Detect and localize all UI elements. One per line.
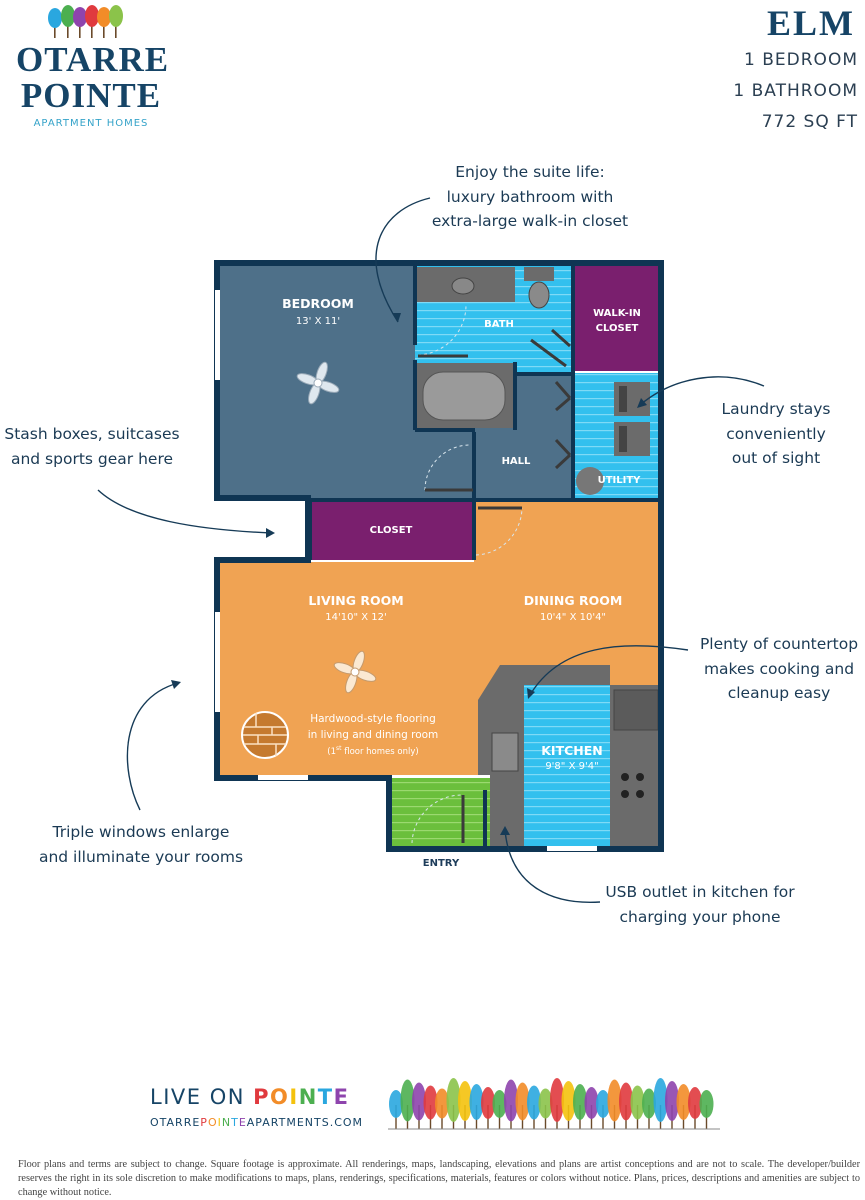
url-letter: P — [200, 1116, 208, 1129]
logo-line-1: OTARRE — [16, 40, 170, 79]
callout-stash: Stash boxes, suitcases and sports gear h… — [0, 422, 184, 471]
utility-label: UTILITY — [598, 475, 642, 486]
plan-area: 772 SQ FT — [761, 112, 858, 132]
living-dining-area — [219, 500, 659, 847]
floor-plan: BEDROOM 13' X 11' BATH WALK-IN CLOSET HA… — [97, 197, 765, 903]
logo-trees-icon — [48, 5, 123, 38]
entry-area — [391, 778, 490, 846]
callout-countertop-line-1: Plenty of countertop — [699, 635, 859, 653]
callout-countertop: Plenty of countertop makes cooking and c… — [698, 632, 860, 706]
arrow-usb — [504, 829, 601, 903]
callout-countertop-line-2: makes cooking and — [703, 659, 855, 678]
callout-windows: Triple windows enlarge and illuminate yo… — [38, 820, 244, 869]
callout-windows-line-2: and illuminate your rooms — [38, 847, 244, 866]
closet-label: CLOSET — [370, 525, 413, 536]
url-letter: E — [238, 1116, 247, 1129]
slogan-letter: N — [298, 1085, 318, 1109]
hall-label: HALL — [502, 456, 531, 467]
closet-area — [312, 500, 474, 560]
plan-name: ELM — [766, 3, 855, 43]
callout-stash-line-1: Stash boxes, suitcases — [4, 425, 180, 443]
arrow-laundry — [639, 376, 765, 406]
callout-usb-line-2: charging your phone — [619, 907, 781, 926]
living-label: LIVING ROOM — [308, 593, 403, 608]
url-letter: T — [231, 1116, 239, 1129]
callout-stash-line-2: and sports gear here — [10, 449, 174, 468]
ceiling-fan-icon — [296, 361, 340, 405]
walkin-label-2: CLOSET — [596, 323, 639, 334]
slogan-letter: I — [289, 1085, 299, 1109]
callout-laundry-line-2: conveniently — [726, 424, 826, 443]
footer-trees-icon — [388, 1078, 720, 1130]
flooring-note-2: in living and dining room — [308, 729, 439, 741]
ceiling-fan-icon — [333, 650, 377, 694]
callout-usb-line-1: USB outlet in kitchen for — [605, 883, 795, 901]
walkin-closet-area — [575, 265, 659, 371]
slogan-letter: P — [253, 1085, 271, 1109]
live-on-pointe-slogan: LIVE ON POINTE — [150, 1085, 349, 1109]
callout-windows-line-1: Triple windows enlarge — [52, 823, 230, 841]
callout-countertop-line-3: cleanup easy — [727, 684, 831, 702]
slogan-letter: E — [333, 1085, 350, 1109]
plan-bedrooms: 1 BEDROOM — [744, 50, 858, 70]
website-link[interactable]: OTARREPOINTEAPARTMENTS.COM — [150, 1116, 363, 1129]
walkin-label-1: WALK-IN — [593, 308, 641, 319]
callout-suite-line-3: extra-large walk-in closet — [431, 212, 629, 230]
living-size: 14'10" X 12' — [325, 612, 386, 623]
bath-label: BATH — [484, 319, 514, 330]
callout-suite: Enjoy the suite life: luxury bathroom wi… — [430, 160, 630, 234]
arrow-windows — [126, 682, 179, 811]
callout-laundry-line-3: out of sight — [731, 449, 821, 467]
callout-usb: USB outlet in kitchen for charging your … — [600, 880, 800, 929]
arrow-stash — [97, 489, 273, 534]
url-letter: I — [217, 1116, 222, 1129]
logo-line-2: POINTE — [20, 76, 162, 115]
slogan-letter: O — [270, 1085, 290, 1109]
entry-label: ENTRY — [423, 858, 460, 869]
url-suffix: APARTMENTS.COM — [246, 1116, 364, 1129]
slogan-letter: T — [317, 1085, 334, 1109]
callout-laundry-line-1: Laundry stays — [721, 400, 831, 418]
plan-bathrooms: 1 BATHROOM — [733, 81, 858, 101]
flooring-note-3: (1st floor homes only) — [327, 745, 418, 757]
arrow-countertop — [529, 645, 689, 696]
kitchen-size: 9'8" X 9'4" — [545, 761, 598, 772]
dining-size: 10'4" X 10'4" — [540, 612, 606, 623]
callout-suite-line-2: luxury bathroom with — [446, 187, 614, 206]
kitchen-label: KITCHEN — [541, 743, 603, 758]
bedroom-size: 13' X 11' — [296, 316, 340, 327]
disclaimer: Floor plans and terms are subject to cha… — [18, 1159, 860, 1198]
arrow-suite — [375, 197, 431, 323]
dining-label: DINING ROOM — [524, 593, 623, 608]
url-prefix: OTARRE — [150, 1116, 201, 1129]
wood-floor-icon — [241, 711, 289, 759]
flooring-note-1: Hardwood-style flooring — [310, 713, 436, 725]
url-letter: O — [207, 1116, 218, 1129]
logo-tagline: APARTMENT HOMES — [33, 118, 149, 129]
callout-laundry: Laundry stays conveniently out of sight — [710, 397, 842, 471]
callout-suite-line-1: Enjoy the suite life: — [455, 163, 605, 181]
url-letter: N — [221, 1116, 232, 1129]
bedroom-label: BEDROOM — [282, 296, 354, 311]
slogan-prefix: LIVE ON — [150, 1085, 254, 1109]
